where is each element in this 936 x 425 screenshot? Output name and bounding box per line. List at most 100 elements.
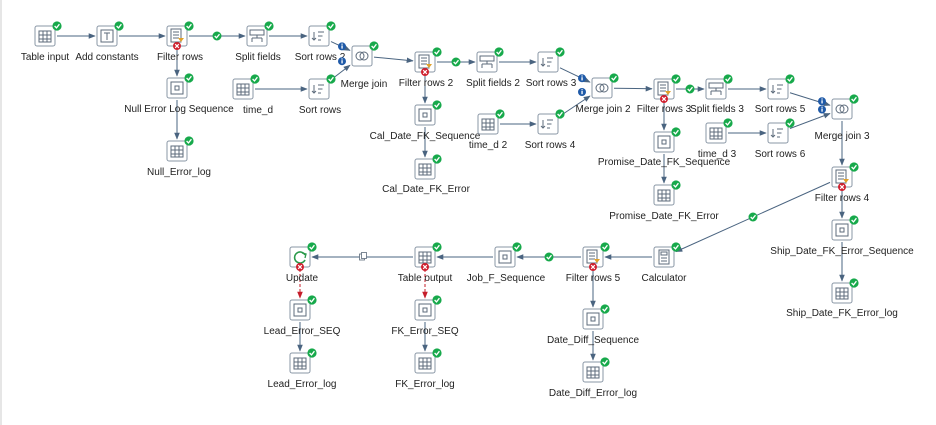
step-merge-join[interactable]: Merge join: [341, 41, 388, 90]
step-label: Table output: [398, 273, 453, 284]
step-label: Sort rows 6: [755, 149, 806, 160]
status-ok-check-icon: [609, 73, 619, 83]
step-sort-rows-3[interactable]: Sort rows 3: [526, 47, 577, 89]
status-ok-check-icon: [369, 41, 379, 51]
step-fk-error-seq[interactable]: FK_Error_SEQ: [391, 295, 459, 337]
sort-rows-icon: [308, 78, 330, 100]
status-ok-check-icon: [849, 215, 859, 225]
step-label: Sort rows 2: [295, 52, 346, 63]
table-output-icon: [582, 361, 604, 383]
error-handling-icon: [660, 95, 668, 103]
step-lead-error-seq[interactable]: Lead_Error_SEQ: [264, 295, 341, 337]
step-date-diff-error-log[interactable]: Date_Diff_Error_log: [549, 357, 637, 399]
step-time-d-2[interactable]: time_d 2: [469, 109, 508, 151]
sequence-icon: [414, 104, 436, 126]
hop-true-check-icon: [544, 252, 554, 262]
status-ok-check-icon: [555, 47, 565, 57]
step-ship-date-fk-error-log[interactable]: Ship_Date_FK_Error_log: [786, 278, 898, 319]
step-time-d[interactable]: time_d: [232, 74, 273, 116]
table-output-icon: [414, 158, 436, 180]
step-filter-rows-5[interactable]: Filter rows 5: [566, 242, 621, 284]
status-ok-check-icon: [849, 162, 859, 172]
sequence-icon: [494, 246, 516, 268]
step-label: time_d 2: [469, 140, 508, 151]
hop-merge_join-to-filter_rows_2[interactable]: [373, 56, 414, 64]
status-ok-check-icon: [512, 242, 522, 252]
step-merge-join-3[interactable]: Merge join 3: [814, 94, 870, 142]
step-date-diff-seq[interactable]: Date_Diff_Sequence: [547, 304, 640, 346]
step-promise-date-fk-error[interactable]: Promise_Date_FK_Error: [609, 180, 719, 222]
status-ok-check-icon: [432, 47, 442, 57]
status-ok-check-icon: [671, 180, 681, 190]
step-filter-rows-4[interactable]: Filter rows 4: [815, 162, 870, 204]
status-ok-check-icon: [432, 348, 442, 358]
hop-badges-layer: [212, 31, 826, 262]
hop-true-check-icon: [451, 57, 461, 67]
status-ok-check-icon: [723, 74, 733, 84]
hop-merge_join_2-to-filter_rows_3[interactable]: [613, 85, 653, 92]
step-ship-date-fk-error-seq[interactable]: Ship_Date_FK_Error_Sequence: [770, 215, 914, 257]
step-table-output[interactable]: Table output: [398, 242, 453, 284]
hop-sort_rows_4-to-merge_join_2[interactable]: [559, 95, 591, 117]
step-filter-rows[interactable]: Filter rows: [157, 21, 203, 63]
status-ok-check-icon: [555, 109, 565, 119]
step-sort-rows-5[interactable]: Sort rows 5: [755, 74, 806, 115]
table-output-icon: [414, 352, 436, 374]
step-time-d-3[interactable]: time_d 3: [698, 118, 737, 160]
step-job-f-seq[interactable]: Job_F_Sequence: [467, 242, 546, 284]
step-sort-rows-6[interactable]: Sort rows 6: [755, 118, 806, 160]
step-label: Sort rows 3: [526, 78, 577, 89]
status-ok-check-icon: [785, 74, 795, 84]
step-add-constants[interactable]: Add constants: [75, 21, 139, 63]
sequence-icon: [289, 299, 311, 321]
error-handling-icon: [173, 42, 181, 50]
step-filter-rows-3[interactable]: Filter rows 3: [637, 74, 692, 115]
step-sort-rows-4[interactable]: Sort rows 4: [525, 109, 576, 151]
hop-sort_rows_6-to-merge_join_3[interactable]: [789, 113, 831, 129]
step-label: Ship_Date_FK_Error_log: [786, 308, 898, 319]
step-split-fields-3[interactable]: Split fields 3: [690, 74, 744, 115]
error-handling-icon: [296, 263, 304, 271]
sort-rows-icon: [537, 51, 559, 73]
step-split-fields[interactable]: Split fields: [235, 21, 281, 63]
step-sort-rows[interactable]: Sort rows: [299, 74, 341, 116]
step-label: Merge join 2: [575, 104, 630, 115]
step-cal-date-fk-error[interactable]: Cal_Date_FK_Error: [382, 154, 471, 195]
table-input-icon: [34, 25, 56, 47]
step-label: Sort rows: [299, 105, 341, 116]
step-fk-error-log[interactable]: FK_Error_log: [395, 348, 455, 390]
status-ok-check-icon: [114, 21, 124, 31]
step-promise-date-fk-seq[interactable]: Promise_Date_FK_Sequence: [598, 127, 731, 168]
status-ok-check-icon: [600, 304, 610, 314]
table-output-icon: [289, 352, 311, 374]
step-label: Update: [286, 273, 319, 284]
hop-info-icon: [818, 97, 826, 106]
step-sort-rows-2[interactable]: Sort rows 2: [295, 21, 346, 63]
step-label: Filter rows 5: [566, 273, 621, 284]
step-filter-rows-2[interactable]: Filter rows 2: [399, 47, 454, 89]
hop-true-check-icon: [685, 84, 695, 94]
step-lead-error-log[interactable]: Lead_Error_log: [268, 348, 337, 390]
step-label: Table input: [21, 52, 70, 63]
status-ok-check-icon: [785, 118, 795, 128]
step-null-error-log-seq[interactable]: Null Error Log Sequence: [124, 73, 234, 115]
step-label: Lead_Error_log: [268, 379, 337, 390]
step-label: Filter rows 2: [399, 78, 454, 89]
step-cal-date-fk-seq[interactable]: Cal_Date_FK_Sequence: [370, 100, 481, 142]
sort-rows-icon: [767, 122, 789, 144]
step-table-input[interactable]: Table input: [21, 21, 70, 63]
table-output-icon: [166, 140, 188, 162]
error-handling-icon: [421, 68, 429, 76]
split-fields-icon: [246, 25, 268, 47]
step-label: Lead_Error_SEQ: [264, 326, 341, 337]
status-ok-check-icon: [184, 21, 194, 31]
step-null-error-log[interactable]: Null_Error_log: [147, 136, 211, 178]
step-split-fields-2[interactable]: Split fields 2: [466, 47, 520, 89]
step-calculator[interactable]: Calculator: [641, 242, 687, 284]
step-label: Null Error Log Sequence: [124, 104, 234, 115]
status-ok-check-icon: [184, 136, 194, 146]
step-merge-join-2[interactable]: Merge join 2: [575, 73, 631, 115]
status-ok-check-icon: [432, 242, 442, 252]
step-update[interactable]: Update: [286, 242, 319, 284]
